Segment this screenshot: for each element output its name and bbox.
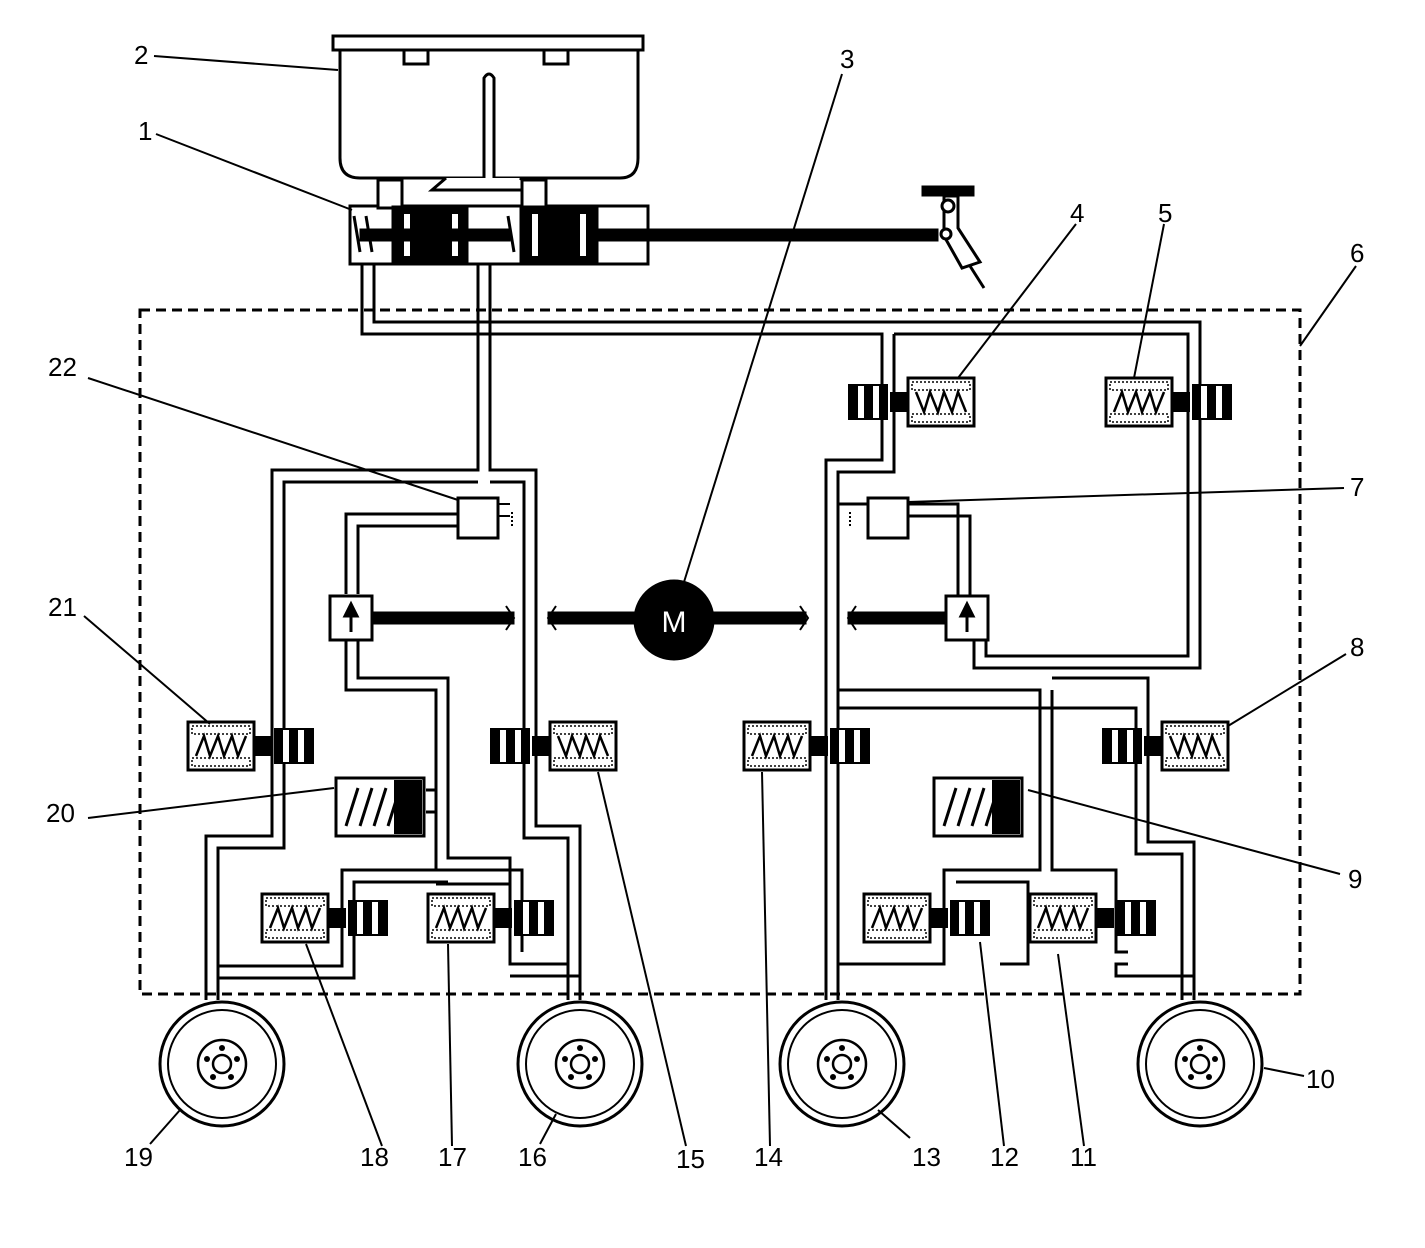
wheel-19 — [158, 1000, 286, 1128]
solenoid-valve-12 — [862, 892, 992, 944]
solenoid-valve-18 — [260, 892, 390, 944]
callout-20: 20 — [46, 798, 75, 828]
callout-22: 22 — [48, 352, 77, 382]
callout-labels: 1 2 3 4 5 6 7 8 9 10 11 12 13 14 15 16 1… — [46, 40, 1364, 1174]
callout-19: 19 — [124, 1142, 153, 1172]
callout-11: 11 — [1070, 1142, 1097, 1172]
callout-1: 1 — [138, 116, 152, 146]
solenoid-valve-21 — [186, 720, 316, 772]
callout-4: 4 — [1070, 198, 1084, 228]
callout-3: 3 — [840, 44, 854, 74]
master-cylinder — [348, 178, 939, 266]
brake-pedal — [921, 185, 986, 289]
brake-fluid-reservoir — [331, 34, 645, 192]
solenoid-valve-4 — [848, 378, 974, 426]
motor-label: M — [662, 606, 687, 639]
callout-2: 2 — [134, 40, 148, 70]
solenoid-valve-11 — [1028, 892, 1158, 944]
callout-10: 10 — [1306, 1064, 1335, 1094]
callout-5: 5 — [1158, 198, 1172, 228]
callout-13: 13 — [912, 1142, 941, 1172]
hydraulic-control-unit-boundary — [138, 308, 1302, 996]
wheel-10 — [1136, 1000, 1264, 1128]
callout-15: 15 — [676, 1144, 705, 1174]
callout-7: 7 — [1350, 472, 1364, 502]
accumulator-left — [334, 776, 426, 838]
callout-8: 8 — [1350, 632, 1364, 662]
leader-lines — [83, 55, 1357, 1147]
accumulator-right — [932, 776, 1024, 838]
solenoid-valve-17 — [426, 892, 556, 944]
callout-14: 14 — [754, 1142, 783, 1172]
callout-6: 6 — [1350, 238, 1364, 268]
callout-18: 18 — [360, 1142, 389, 1172]
wheel-16 — [516, 1000, 644, 1128]
left-pump — [328, 594, 374, 642]
left-check-valve — [456, 496, 513, 540]
right-check-valve — [849, 496, 910, 540]
pump-motor: M — [359, 579, 949, 661]
right-pump — [944, 594, 990, 642]
callout-12: 12 — [990, 1142, 1019, 1172]
solenoid-valve-14 — [742, 720, 872, 772]
callout-9: 9 — [1348, 864, 1362, 894]
solenoid-valve-15 — [490, 722, 616, 770]
callout-16: 16 — [518, 1142, 547, 1172]
solenoid-valve-5 — [1104, 376, 1234, 428]
callout-17: 17 — [438, 1142, 467, 1172]
solenoid-valve-8 — [1102, 722, 1228, 770]
callout-21: 21 — [48, 592, 77, 622]
wheel-13 — [778, 1000, 906, 1128]
